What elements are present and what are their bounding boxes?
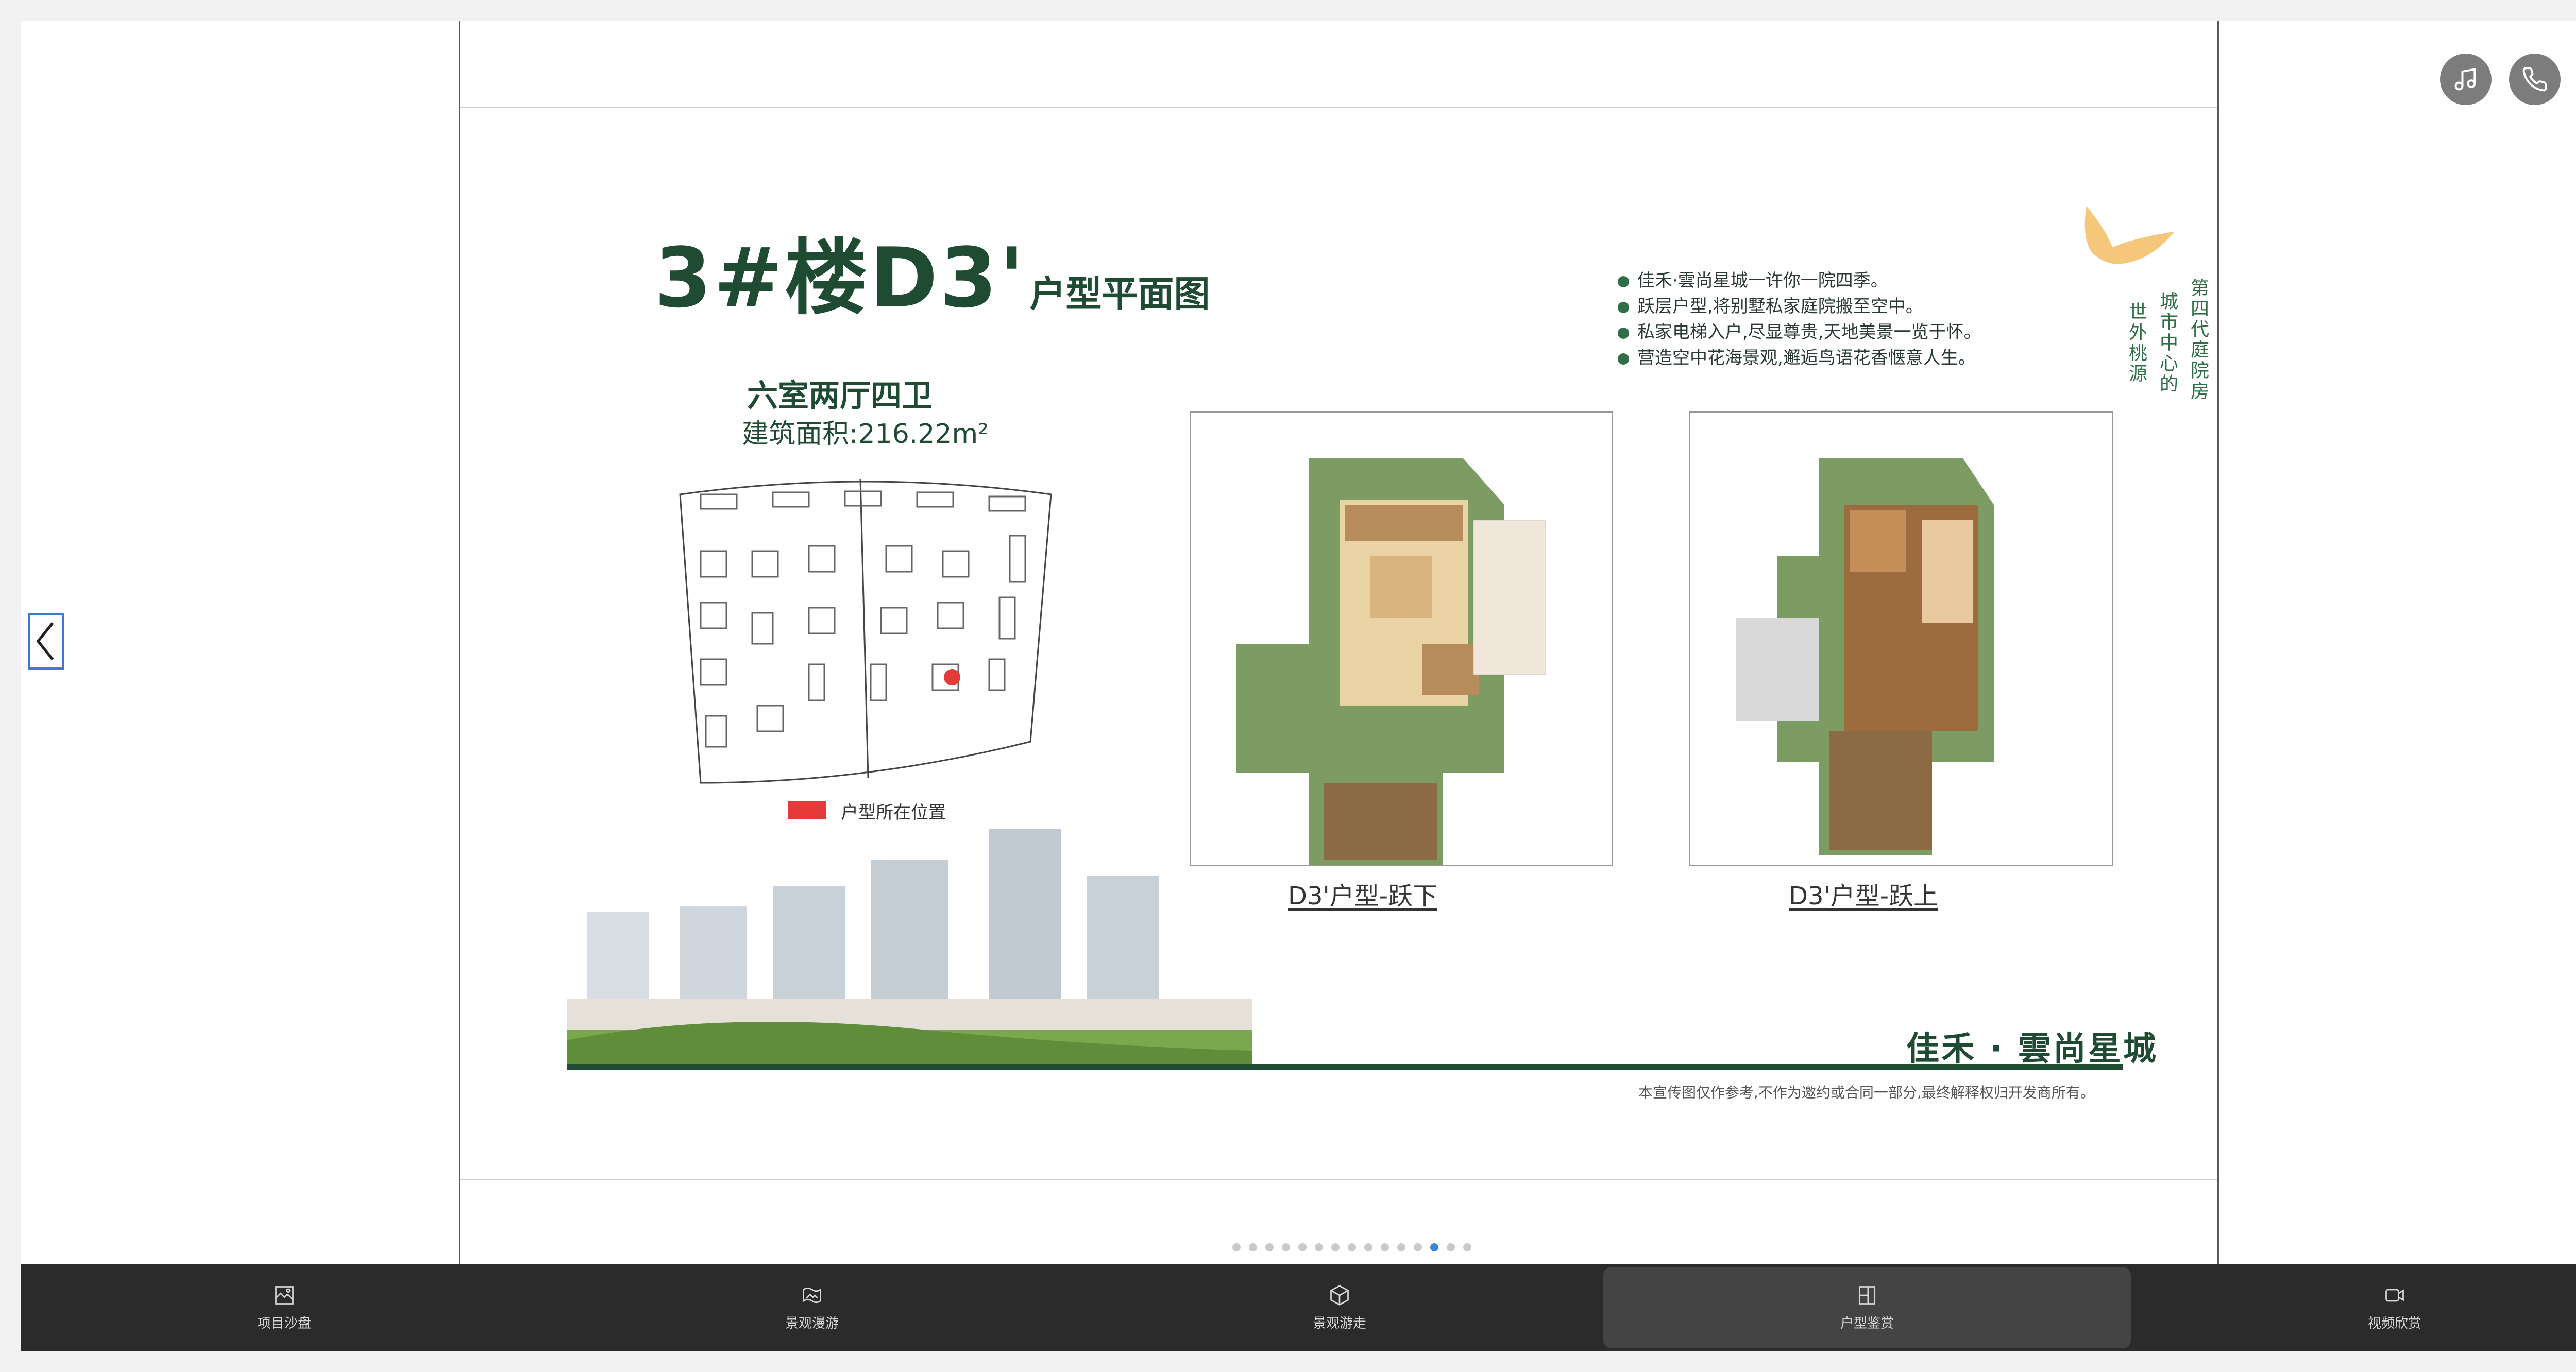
floorplan-lower-image — [1175, 402, 1628, 876]
legend-swatch — [788, 801, 826, 819]
music-icon — [2454, 68, 2476, 91]
page-dot[interactable] — [1232, 1243, 1241, 1251]
bird-logo — [2084, 206, 2174, 264]
tab-landscape-walk[interactable]: 景观游走 — [1076, 1264, 1603, 1351]
feature-item: 跃层户型,将别墅私家庭院搬至空中。 — [1618, 294, 1981, 319]
bullet-icon — [1618, 327, 1629, 339]
cube-icon — [1330, 1284, 1349, 1306]
bullet-icon — [1618, 276, 1629, 287]
tab-label: 视频欣赏 — [2367, 1315, 2421, 1331]
page-dot[interactable] — [1348, 1243, 1356, 1251]
video-icon — [2385, 1289, 2404, 1301]
slogan-vertical-2: 城市中心的 — [2157, 291, 2178, 395]
legend-label: 户型所在位置 — [841, 802, 946, 823]
feature-item: 私家电梯入户,尽显尊贵,天地美景一览于怀。 — [1618, 319, 1981, 345]
tab-landscape-roam[interactable]: 景观漫游 — [548, 1264, 1076, 1351]
top-icon-group — [2440, 54, 2576, 105]
page-dot[interactable] — [1381, 1243, 1389, 1251]
tab-floorplan-gallery[interactable]: 户型鉴赏 — [1603, 1267, 2131, 1348]
app-frame: 3#楼D3'户型平面图 六室两厅四卫 建筑面积:216.22m² — [21, 21, 2576, 1351]
tab-project-sandbox[interactable]: 项目沙盘 — [21, 1264, 548, 1351]
page-dot[interactable] — [1414, 1243, 1422, 1251]
bottom-tab-bar: 项目沙盘 景观漫游 景观游走 户型鉴赏 视频欣赏 — [21, 1264, 2576, 1351]
room-type: 六室两厅四卫 — [747, 378, 933, 414]
page-dot[interactable] — [1249, 1243, 1257, 1251]
page-dot[interactable] — [1265, 1243, 1274, 1251]
page-bottom-rule — [460, 1179, 2217, 1180]
tab-label: 户型鉴赏 — [1840, 1315, 1894, 1331]
page-indicator — [1232, 1243, 1471, 1251]
building-area: 建筑面积:216.22m² — [742, 419, 989, 450]
tab-label: 项目沙盘 — [257, 1315, 311, 1331]
page-dot[interactable] — [1315, 1243, 1323, 1251]
floorplan-upper-image — [1674, 402, 2128, 876]
feature-item: 营造空中花海景观,邂逅鸟语花香惬意人生。 — [1618, 345, 1981, 371]
music-button[interactable] — [2440, 54, 2492, 105]
page-dot[interactable] — [1463, 1243, 1471, 1251]
floorplan-poster: 3#楼D3'户型平面图 六室两厅四卫 建筑面积:216.22m² — [567, 160, 2209, 1107]
page-dot[interactable] — [1298, 1243, 1307, 1251]
slogan-vertical-3: 世外桃源 — [2126, 302, 2147, 384]
page-dot[interactable] — [1447, 1243, 1455, 1251]
bullet-icon — [1618, 353, 1629, 365]
floorplan-lower-caption: D3'户型-跃下 — [1288, 882, 1438, 911]
poster-title-main: 3#楼D3' — [654, 230, 1027, 326]
page-edge-left — [459, 21, 460, 1264]
phone-button[interactable] — [2509, 54, 2561, 105]
tab-video-gallery[interactable]: 视频欣赏 — [2131, 1264, 2576, 1351]
page-dot[interactable] — [1331, 1243, 1340, 1251]
slogan-vertical-1: 第四代庭院房 — [2188, 278, 2209, 402]
bullet-icon — [1618, 301, 1629, 313]
viewer-stage: 3#楼D3'户型平面图 六室两厅四卫 建筑面积:216.22m² — [21, 21, 2576, 1264]
building-rendering — [567, 829, 1252, 1066]
page-top-rule — [460, 107, 2217, 108]
site-plan-map — [679, 478, 1052, 784]
page-dot-active[interactable] — [1430, 1243, 1438, 1251]
page-dot[interactable] — [1282, 1243, 1290, 1251]
landscape-icon — [803, 1287, 821, 1303]
floorplan-upper-caption: D3'户型-跃上 — [1789, 882, 1939, 911]
page-dot[interactable] — [1364, 1243, 1372, 1251]
page-dot[interactable] — [1397, 1243, 1405, 1251]
tab-label: 景观游走 — [1312, 1315, 1366, 1331]
poster-title: 3#楼D3'户型平面图 — [654, 211, 1210, 331]
feature-list: 佳禾·雲尚星城一许你一院四季。 跃层户型,将别墅私家庭院搬至空中。 私家电梯入户… — [1618, 268, 1981, 371]
disclaimer: 本宣传图仅作参考,不作为邀约或合同一部分,最终解释权归开发商所有。 — [1638, 1084, 2095, 1101]
page-edge-right — [2217, 21, 2219, 1264]
tab-label: 景观漫游 — [785, 1315, 839, 1331]
floorplan-icon — [1858, 1285, 1876, 1305]
map-icon — [275, 1285, 294, 1305]
ground-line — [567, 1064, 2123, 1070]
feature-item: 佳禾·雲尚星城一许你一院四季。 — [1618, 268, 1981, 294]
previous-page-arrow[interactable] — [28, 613, 64, 670]
brand-name: 佳禾 · 雲尚星城 — [1906, 1030, 2158, 1068]
poster-title-sub: 户型平面图 — [1029, 273, 1210, 315]
phone-icon — [2522, 67, 2547, 92]
